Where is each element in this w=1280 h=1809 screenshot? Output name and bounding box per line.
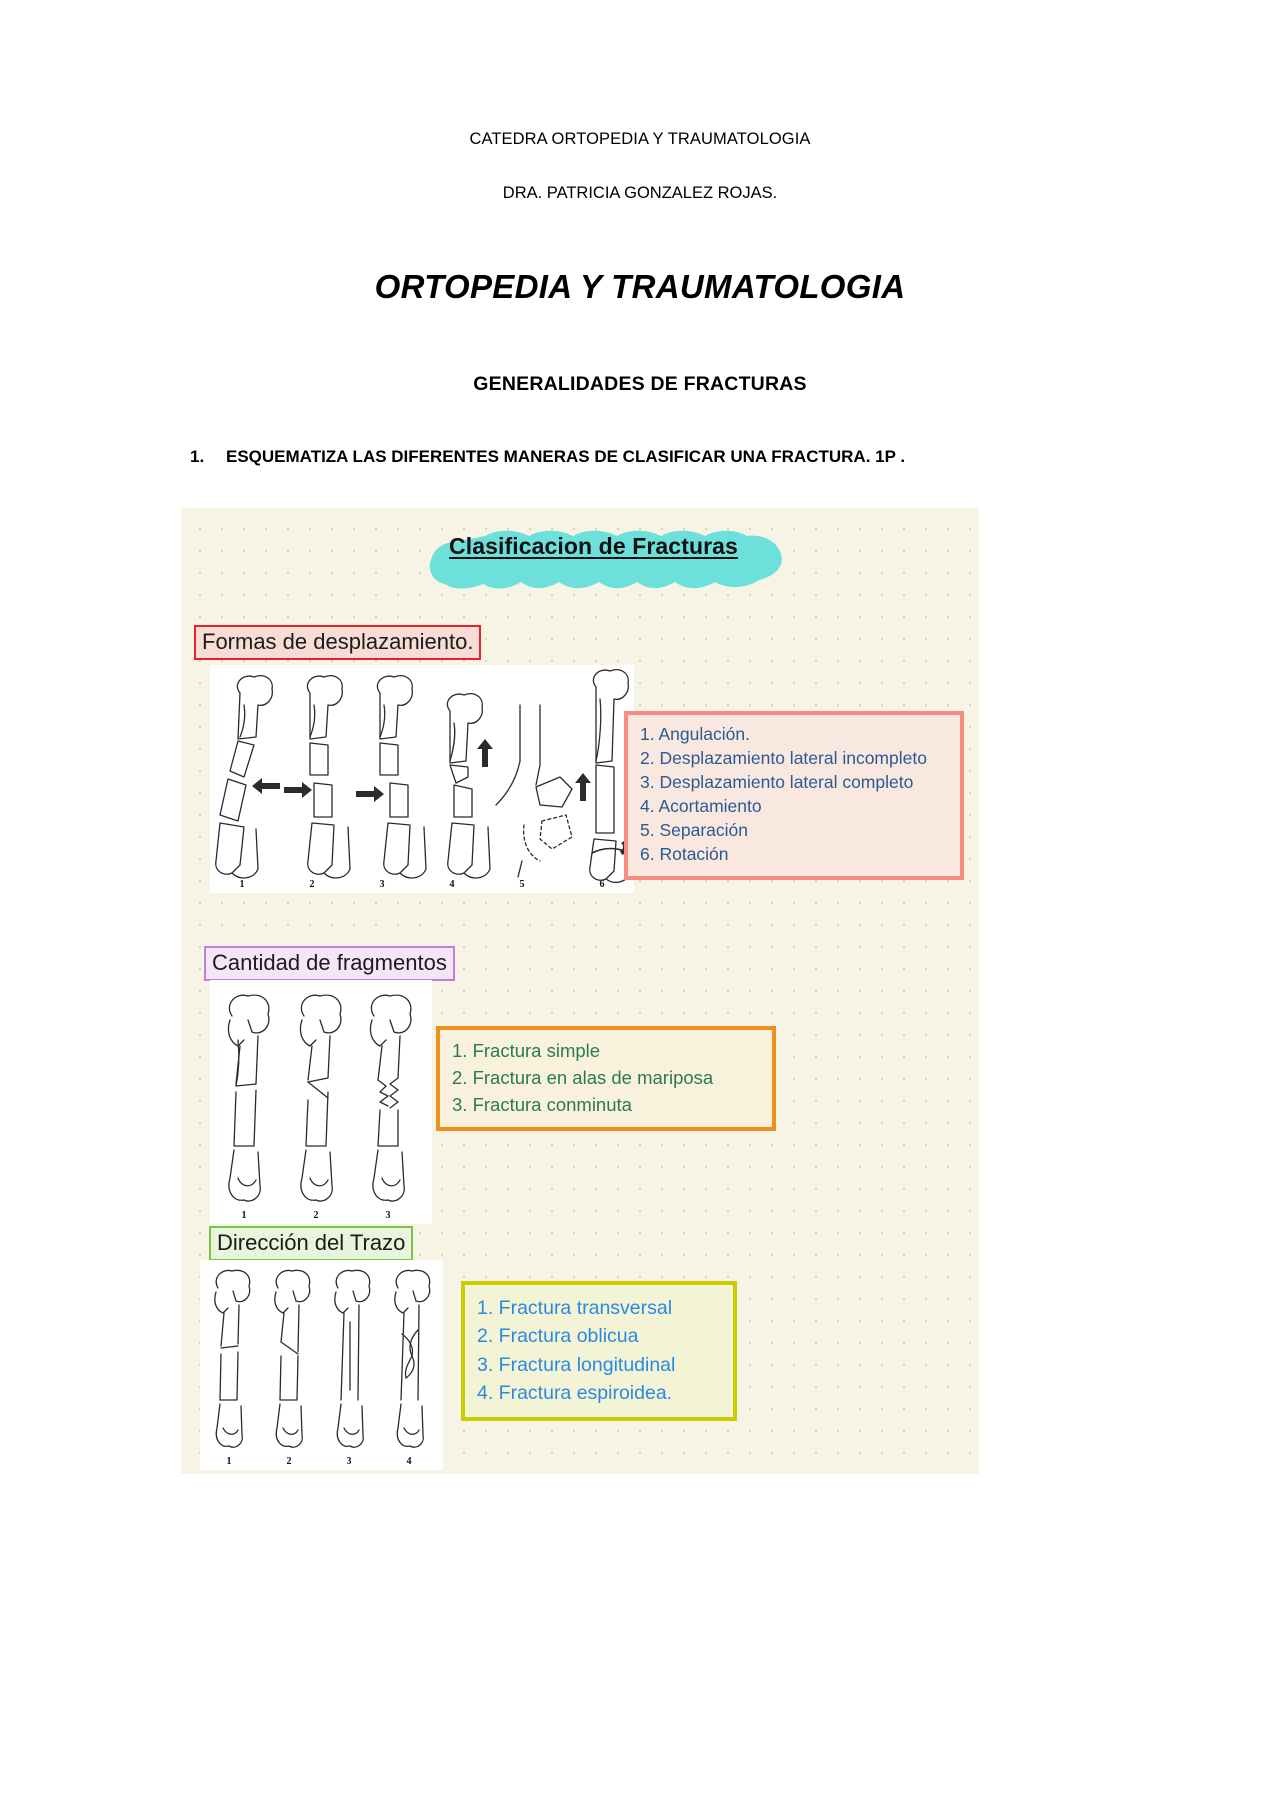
section-label-fragment-count: Cantidad de fragmentos — [204, 946, 455, 981]
question-item: 1. ESQUEMATIZA LAS DIFERENTES MANERAS DE… — [190, 444, 1090, 470]
note-image: Clasificacion de Fracturas Formas de des… — [181, 508, 979, 1474]
list-fracture-direction: 1. Fractura transversal 2. Fractura obli… — [461, 1281, 737, 1422]
list-item: 2. Fractura oblicua — [477, 1325, 639, 1348]
figure-number: 3 — [386, 1210, 391, 1221]
question-number: 1. — [190, 447, 205, 466]
list-item: 6. Rotación — [640, 843, 729, 864]
list-item: 4. Acortamiento — [640, 795, 762, 816]
list-item: 2. Fractura en alas de mariposa — [452, 1066, 714, 1088]
list-item: 3. Fractura longitudinal — [477, 1353, 676, 1376]
section-label-fracture-direction: Dirección del Trazo — [209, 1226, 414, 1261]
page-subtitle: GENERALIDADES DE FRACTURAS — [473, 373, 807, 395]
figure-displacement-forms: 1 2 3 4 5 6 — [210, 665, 634, 893]
list-item: 4. Fractura espiroidea. — [477, 1381, 673, 1404]
list-item: 3. Desplazamiento lateral completo — [640, 771, 914, 792]
author-header: DRA. PATRICIA GONZALEZ ROJAS. — [502, 184, 778, 202]
question-text: ESQUEMATIZA LAS DIFERENTES MANERAS DE CL… — [226, 447, 906, 466]
list-displacement-forms: 1. Angulación. 2. Desplazamiento lateral… — [624, 711, 964, 880]
list-item: 3. Fractura conminuta — [452, 1093, 632, 1115]
figure-number: 2 — [310, 879, 315, 890]
figure-number: 1 — [240, 879, 245, 890]
list-item: 5. Separación — [640, 819, 748, 840]
figure-number: 1 — [242, 1210, 247, 1221]
figure-fragment-count: 1 2 3 — [210, 980, 432, 1224]
figure-number: 4 — [407, 1456, 412, 1467]
list-item: 1. Fractura transversal — [477, 1297, 673, 1319]
page-title: ORTOPEDIA Y TRAUMATOLOGIA — [374, 268, 906, 305]
figure-number: 4 — [450, 879, 455, 890]
list-item: 2. Desplazamiento lateral incompleto — [640, 747, 927, 768]
figure-number: 3 — [380, 879, 385, 890]
figure-number: 1 — [227, 1456, 232, 1467]
figure-number: 6 — [600, 879, 605, 890]
list-fragment-count: 1. Fractura simple 2. Fractura en alas d… — [436, 1026, 776, 1132]
note-heading: Clasificacion de Fracturas — [449, 533, 738, 559]
list-item: 1. Fractura simple — [452, 1040, 601, 1061]
figure-fracture-direction: 1 2 3 4 — [200, 1260, 443, 1470]
figure-number: 2 — [314, 1210, 319, 1221]
section-label-displacement: Formas de desplazamiento. — [194, 625, 482, 660]
figure-number: 2 — [287, 1456, 292, 1467]
figure-number: 5 — [520, 879, 525, 890]
figure-number: 3 — [347, 1456, 352, 1467]
list-item: 1. Angulación. — [640, 724, 750, 744]
department-header: CATEDRA ORTOPEDIA Y TRAUMATOLOGIA — [469, 130, 811, 148]
